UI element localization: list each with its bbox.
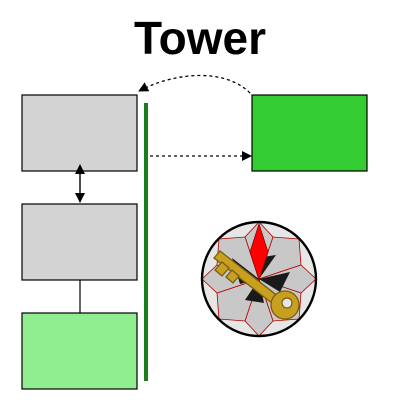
curved-dashed-arrow <box>138 74 251 94</box>
bottom-green-box <box>21 312 138 390</box>
compass-rose-with-key-icon <box>200 220 318 338</box>
middle-gray-box <box>21 203 138 281</box>
diagram-title: Tower <box>133 12 267 64</box>
key-icon <box>213 250 300 320</box>
right-green-box <box>251 94 368 172</box>
top-gray-box <box>21 94 138 172</box>
